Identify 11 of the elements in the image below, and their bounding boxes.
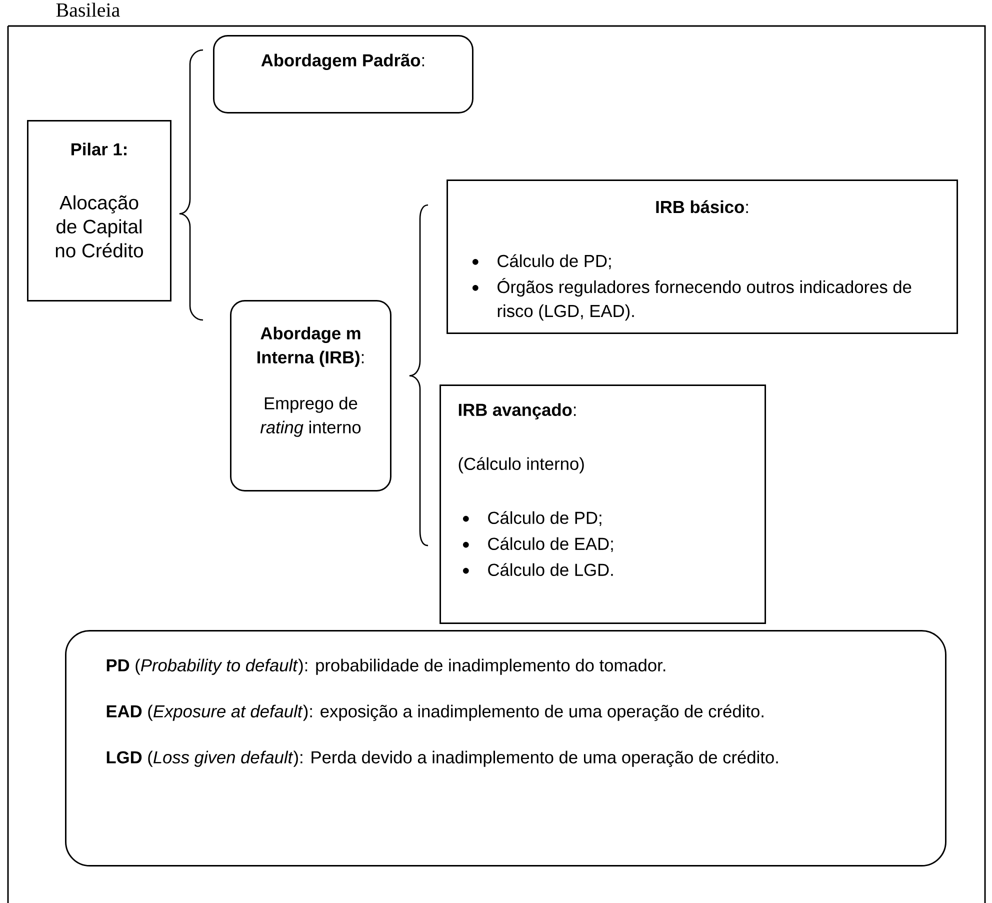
- definition-box: PD (Probability to default): probabilidade de inadimplemento do tomador. EAD (Exposure at default): exposição a inadimplemento de uma operação de crédito. LGD (Loss given default): Perda devido a inadimplemento de uma operação de crédito.: [65, 630, 946, 866]
- approach-box: Abordage m Interna (IRB): Emprego de rating interno: [230, 300, 392, 492]
- brace: [179, 213, 204, 321]
- pillar-box: Pilar 1: Alocação de Capital no Crédito: [27, 120, 172, 302]
- brace: [409, 204, 428, 376]
- method-box: IRB avançado: (Cálculo interno) Cálculo de PD; Cálculo de EAD; Cálculo de LGD.: [440, 384, 766, 624]
- approach-box: Abordagem Padrão:: [213, 35, 474, 114]
- title: Basileia: [56, 2, 120, 17]
- brace: [179, 49, 204, 214]
- brace: [409, 375, 428, 546]
- method-box: IRB básico: Cálculo de PD; Órgãos reguladores fornecendo outros indicadores de risco (LGD, EAD).: [446, 180, 958, 334]
